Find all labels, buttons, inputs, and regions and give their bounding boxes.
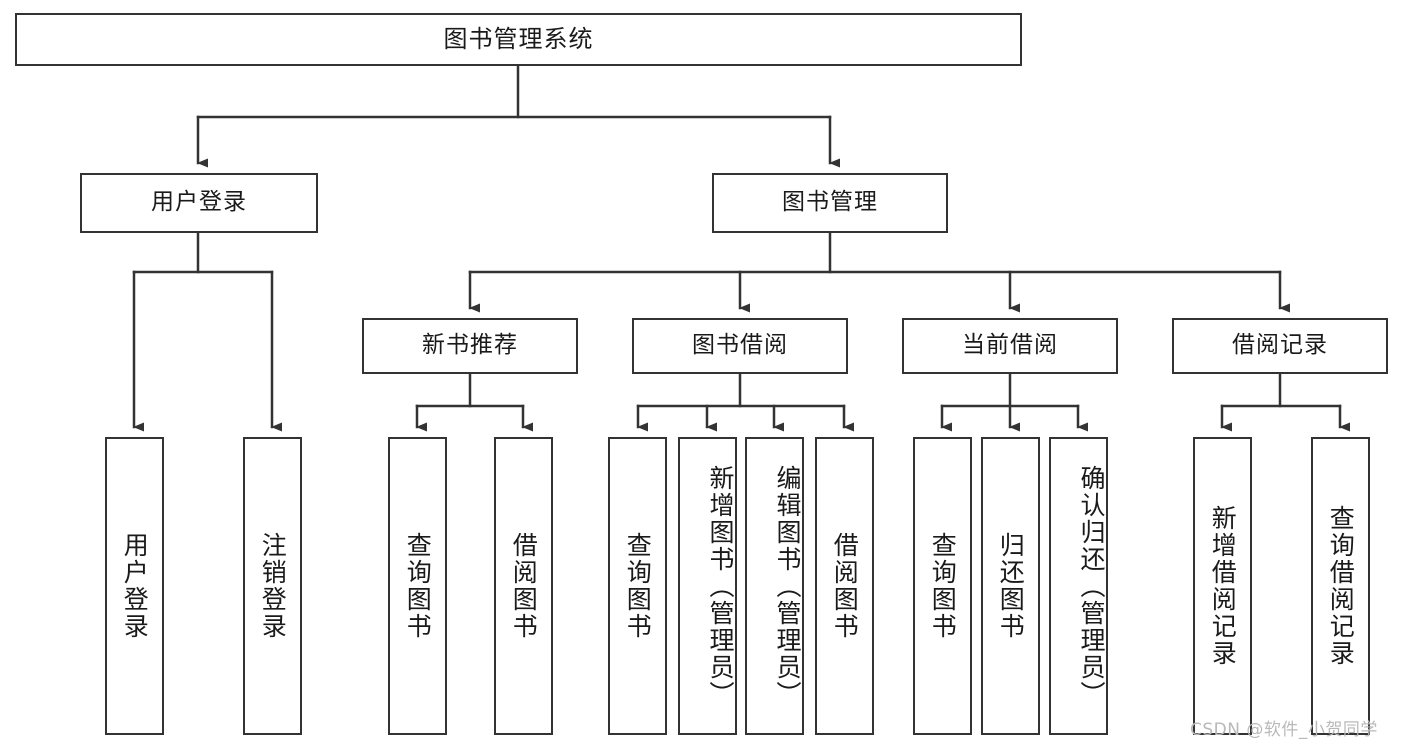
leaf-borrow-book-borrow[interactable]: 借阅图书 [815,437,874,735]
leaf-logout-login[interactable]: 注销登录 [243,437,302,735]
leaf-add-book-admin[interactable]: 新增图书（管理员） [678,437,737,735]
leaf-edit-book-admin[interactable]: 编辑图书（管理员） [745,437,804,735]
leaf-borrow-book-recommend[interactable]: 借阅图书 [494,437,553,735]
leaf-user-login[interactable]: 用户登录 [105,437,164,735]
leaf-query-book-current[interactable]: 查询图书 [913,437,972,735]
node-book-borrow[interactable]: 图书借阅 [632,318,848,374]
node-borrow-record[interactable]: 借阅记录 [1172,318,1388,374]
node-user-login[interactable]: 用户登录 [80,173,318,233]
node-book-manage[interactable]: 图书管理 [712,173,948,233]
leaf-confirm-return-admin[interactable]: 确认归还（管理员） [1049,437,1108,735]
leaf-query-book-borrow[interactable]: 查询图书 [608,437,667,735]
leaf-return-book[interactable]: 归还图书 [981,437,1040,735]
leaf-query-book-recommend[interactable]: 查询图书 [388,437,447,735]
node-current-borrow[interactable]: 当前借阅 [902,318,1118,374]
csdn-watermark: CSDN @软件_小贺同学 [1190,720,1378,740]
node-new-book-recommend[interactable]: 新书推荐 [362,318,578,374]
node-root-book-management-system[interactable]: 图书管理系统 [15,13,1022,66]
leaf-add-borrow-record[interactable]: 新增借阅记录 [1193,437,1252,735]
leaf-query-borrow-record[interactable]: 查询借阅记录 [1311,437,1370,735]
